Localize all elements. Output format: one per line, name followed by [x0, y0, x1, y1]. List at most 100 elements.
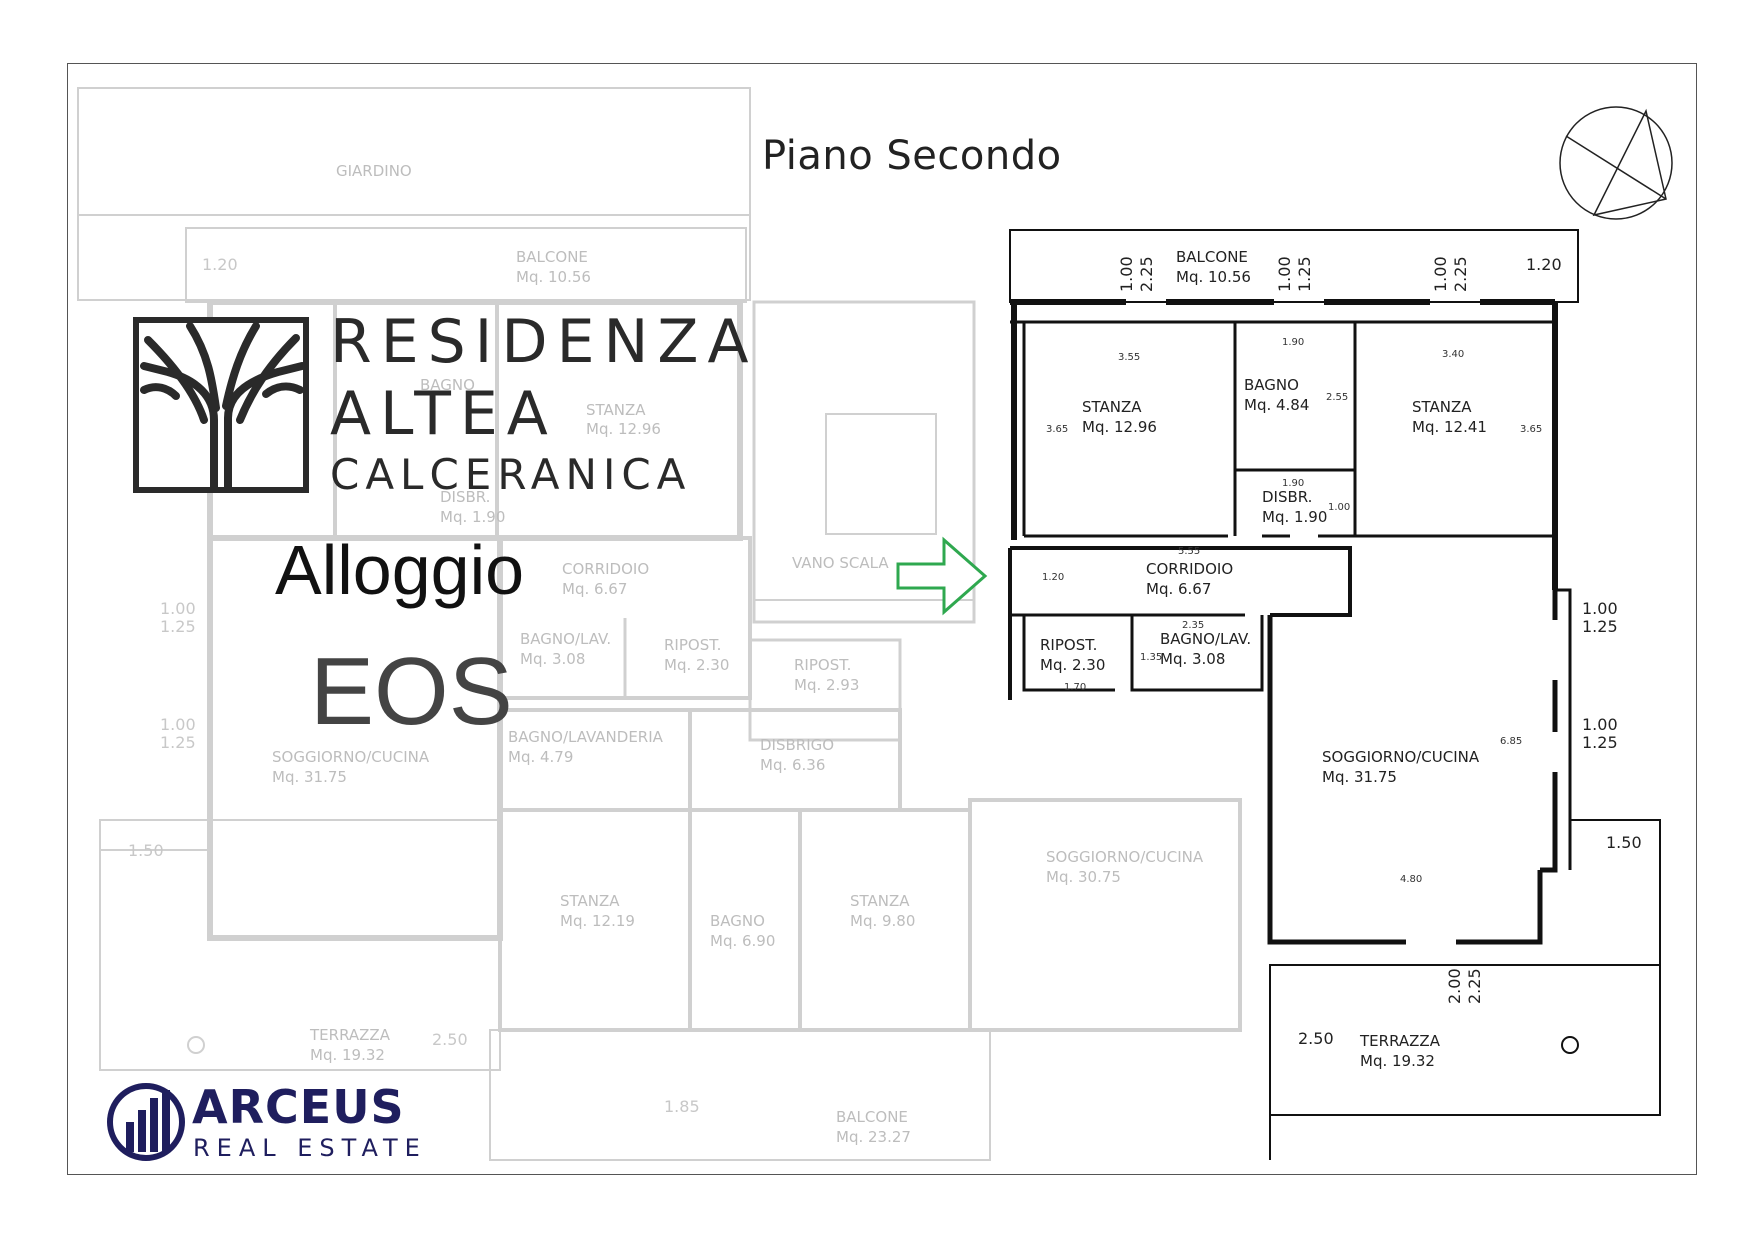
- dim-window3-b: 2.25: [1451, 256, 1470, 292]
- agency-logo-icon: [107, 1083, 185, 1161]
- dim-bagno-height: 2.55: [1326, 392, 1348, 403]
- faded-room-disbr: DISBR.: [440, 488, 490, 506]
- faded-dim-terrace-depth: 2.50: [432, 1030, 468, 1049]
- dim-window3-a: 1.00: [1431, 256, 1450, 292]
- faded-room-bagnolavanderia: BAGNO/LAVANDERIA: [508, 728, 664, 746]
- north-compass-icon: [1559, 106, 1673, 220]
- dim-right-win2-b: 1.25: [1582, 733, 1618, 752]
- room-bagnolav: BAGNO/LAV.: [1160, 630, 1251, 648]
- tree-logo-icon: [133, 317, 309, 493]
- room-corridoio-area: Mq. 6.67: [1146, 580, 1211, 598]
- dim-right-win2-a: 1.00: [1582, 715, 1618, 734]
- room-balcone-area: Mq. 10.56: [1176, 268, 1251, 286]
- faded-room-bagnolav-area: Mq. 3.08: [520, 650, 585, 668]
- room-disbr-area: Mq. 1.90: [1262, 508, 1327, 526]
- dim-disbr-width: 1.90: [1282, 478, 1304, 489]
- faded-room-soggiorno-a-area: Mq. 31.75: [272, 768, 347, 786]
- faded-room-stanza-a-area: Mq. 12.96: [586, 420, 661, 438]
- faded-dim-left-win1a: 1.00: [160, 599, 196, 618]
- room-bagno: BAGNO: [1244, 376, 1299, 394]
- dim-bagno-width: 1.90: [1282, 337, 1304, 348]
- faded-room-disbrigo: DISBRIGO: [760, 736, 834, 754]
- faded-room-ripost-b: RIPOST.: [794, 656, 851, 674]
- faded-room-bagno-b-area: Mq. 6.90: [710, 932, 775, 950]
- garden-outline: [77, 87, 751, 301]
- room-stanza-2-area: Mq. 12.41: [1412, 418, 1487, 436]
- faded-room-disbrigo-area: Mq. 6.36: [760, 756, 825, 774]
- room-stanza-2: STANZA: [1412, 398, 1472, 416]
- dim-window2-b: 1.25: [1295, 256, 1314, 292]
- faded-dim-balcone-bottom: 1.85: [664, 1097, 700, 1116]
- room-soggiorno: SOGGIORNO/CUCINA: [1322, 748, 1480, 766]
- dim-terrace-side: 1.50: [1606, 833, 1642, 852]
- room-disbr: DISBR.: [1262, 488, 1312, 506]
- faded-room-ripost-b-area: Mq. 2.93: [794, 676, 859, 694]
- brand-city: CALCERANICA: [330, 450, 692, 499]
- unit-labels: BALCONE Mq. 10.56 STANZA Mq. 12.96 BAGNO…: [1040, 248, 1642, 1070]
- faded-room-terrazza: TERRAZZA: [309, 1026, 391, 1044]
- dim-rip-height: 1.35: [1140, 652, 1162, 663]
- faded-dim-left-win2a: 1.00: [160, 715, 196, 734]
- faded-room-balcone-b: BALCONE: [836, 1108, 908, 1126]
- faded-room-stanza-b-area: Mq. 12.19: [560, 912, 635, 930]
- dim-disbr-height: 1.00: [1328, 502, 1350, 513]
- faded-labels: GIARDINO BALCONE Mq. 10.56 1.20 BAGNO ST…: [128, 162, 1204, 1146]
- dim-balcony-depth: 1.20: [1526, 255, 1562, 274]
- dim-stanza2-width: 3.40: [1442, 349, 1464, 360]
- faded-room-bagnolavanderia-area: Mq. 4.79: [508, 748, 573, 766]
- faded-room-terrazza-area: Mq. 19.32: [310, 1046, 385, 1064]
- brand-name: RESIDENZA: [330, 307, 758, 377]
- faded-dim-left-win1b: 1.25: [160, 617, 196, 636]
- dim-stanza-height-right: 3.65: [1520, 424, 1542, 435]
- dim-door-a: 2.00: [1445, 968, 1464, 1004]
- faded-room-soggiorno-b: SOGGIORNO/CUCINA: [1046, 848, 1204, 866]
- faded-room-ripost-a: RIPOST.: [664, 636, 721, 654]
- faded-room-corridoio: CORRIDOIO: [562, 560, 649, 578]
- brand-name-line2: ALTEA: [330, 379, 557, 449]
- unit-walls: [1008, 229, 1661, 1160]
- room-corridoio: CORRIDOIO: [1146, 560, 1233, 578]
- faded-room-bagno-b: BAGNO: [710, 912, 765, 930]
- drawing-frame: [67, 63, 1697, 1175]
- dim-corridor-height: 1.20: [1042, 572, 1064, 583]
- room-stanza-1: STANZA: [1082, 398, 1142, 416]
- floor-title: Piano Secondo: [762, 133, 1062, 179]
- faded-dim-left-win2b: 1.25: [160, 733, 196, 752]
- room-bagno-area: Mq. 4.84: [1244, 396, 1309, 414]
- dim-right-win1-a: 1.00: [1582, 599, 1618, 618]
- room-soggiorno-area: Mq. 31.75: [1322, 768, 1397, 786]
- faded-units: [77, 87, 1242, 1161]
- dim-door-b: 2.25: [1465, 968, 1484, 1004]
- room-ripost-area: Mq. 2.30: [1040, 656, 1105, 674]
- room-bagnolav-area: Mq. 3.08: [1160, 650, 1225, 668]
- faded-room-disbr-area: Mq. 1.90: [440, 508, 505, 526]
- agency-subtitle: REAL ESTATE: [193, 1134, 427, 1162]
- faded-room-stanza-c: STANZA: [850, 892, 910, 910]
- faded-room-balcone: BALCONE: [516, 248, 588, 266]
- faded-room-balcone-area: Mq. 10.56: [516, 268, 591, 286]
- dim-stanza1-width: 3.55: [1118, 352, 1140, 363]
- faded-dim-terrace-side: 1.50: [128, 841, 164, 860]
- faded-room-soggiorno-a: SOGGIORNO/CUCINA: [272, 748, 430, 766]
- dim-rip-width: 1.70: [1064, 682, 1086, 693]
- dim-terrace-depth: 2.50: [1298, 1029, 1334, 1048]
- dim-soggiorno-height: 6.85: [1500, 736, 1522, 747]
- room-ripost: RIPOST.: [1040, 636, 1097, 654]
- dim-bagnolav-width: 2.35: [1182, 620, 1204, 631]
- entrance-arrow-icon: [896, 536, 988, 616]
- dim-window1-b: 2.25: [1137, 256, 1156, 292]
- faded-balcony-top: [185, 227, 747, 303]
- unit-label: Alloggio: [275, 531, 525, 609]
- faded-room-stanza-c-area: Mq. 9.80: [850, 912, 915, 930]
- dim-stanza-height-left: 3.65: [1046, 424, 1068, 435]
- unit-name: EOS: [310, 638, 513, 745]
- dim-right-win1-b: 1.25: [1582, 617, 1618, 636]
- dim-soggiorno-width: 4.80: [1400, 874, 1422, 885]
- dim-window2-a: 1.00: [1275, 256, 1294, 292]
- dim-window1-a: 1.00: [1117, 256, 1136, 292]
- room-terrazza: TERRAZZA: [1359, 1032, 1441, 1050]
- faded-dim-balcony: 1.20: [202, 255, 238, 274]
- faded-room-bagnolav: BAGNO/LAV.: [520, 630, 611, 648]
- faded-room-soggiorno-b-area: Mq. 30.75: [1046, 868, 1121, 886]
